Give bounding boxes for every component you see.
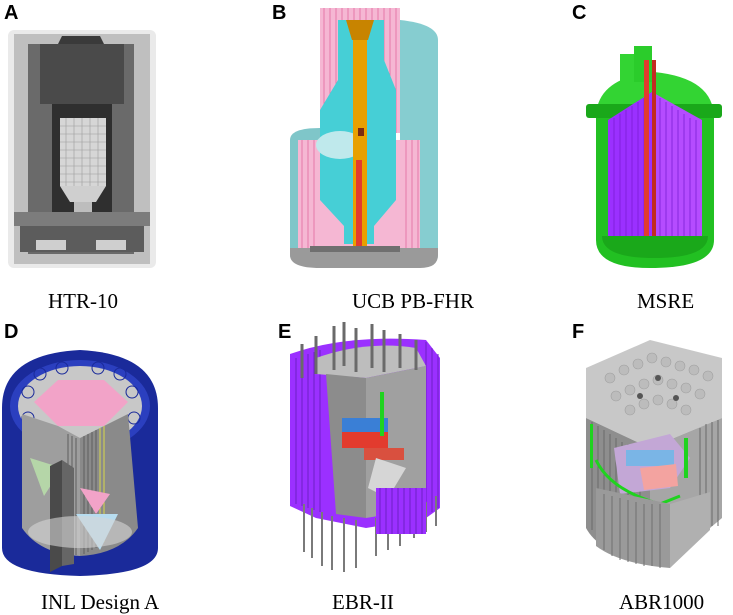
ebr-blue-band: [342, 418, 388, 432]
htr-10-model: [8, 30, 156, 268]
caption-ebr-ii: EBR-II: [332, 590, 394, 614]
panel-f: F: [560, 318, 733, 580]
panel-a: A: [0, 0, 160, 280]
panel-d: D: [0, 318, 160, 580]
fhr-bottom-support: [310, 246, 400, 252]
panel-label-d: D: [4, 321, 19, 343]
msre-nozzle: [620, 54, 634, 84]
inl-blade-right: [62, 460, 74, 566]
htr-top-cap: [58, 36, 104, 44]
ebr-top-rods: [300, 322, 418, 378]
msre-core-channels: [613, 98, 697, 248]
abr-control-hole: [655, 375, 661, 381]
msre-nozzle-center: [634, 46, 652, 82]
htr-pebble-bed: [60, 118, 106, 186]
abr-red-zone: [640, 464, 678, 490]
inl-blade-left: [50, 460, 62, 572]
caption-htr-10: HTR-10: [48, 289, 118, 313]
caption-inl-design-a: INL Design A: [41, 590, 160, 614]
abr-lower-right: [670, 492, 710, 568]
panel-c: C: [560, 0, 733, 280]
ebr-red-band-2: [364, 448, 404, 460]
panel-b: B: [250, 0, 450, 280]
msre-lower-plenum: [602, 236, 708, 258]
caption-msre: MSRE: [637, 289, 695, 313]
inl-design-a-model: [2, 350, 158, 576]
fhr-center-top: [346, 20, 374, 40]
caption-abr1000: ABR1000: [619, 590, 705, 614]
ebr-ii-model: [290, 322, 440, 572]
panel-label-e: E: [278, 321, 292, 343]
fhr-bottom-plate: [290, 248, 438, 268]
msre-model: [586, 46, 722, 268]
fhr-control-channel: [356, 160, 362, 246]
htr-top-head: [40, 44, 124, 104]
inl-core-top: [34, 380, 128, 426]
ucb-pb-fhr-model: [290, 8, 438, 268]
abr-green-rod-2: [590, 424, 593, 468]
msre-core-right: [652, 92, 702, 250]
abr-blue-zone: [626, 450, 674, 466]
ebr-lower-blanket: [376, 488, 426, 534]
fhr-channel-marker: [358, 128, 364, 136]
fhr-pebble-bed-top: [316, 131, 364, 159]
caption-ucb-pb-fhr: UCB PB-FHR: [352, 289, 474, 313]
abr-control-hole: [673, 395, 679, 401]
htr-pebble-texture: [60, 118, 106, 186]
abr-green-rod: [684, 438, 688, 478]
msre-control-rod-2: [652, 60, 656, 248]
abr-control-hole: [637, 393, 643, 399]
panel-label-c: C: [572, 2, 587, 24]
panel-label-a: A: [4, 2, 19, 24]
inl-pink-lower: [80, 488, 110, 514]
msre-control-rod: [644, 60, 649, 248]
ebr-red-band: [342, 432, 388, 448]
msre-core-left: [608, 92, 652, 250]
panel-e: E: [276, 318, 466, 580]
htr-bottom-detail: [36, 240, 66, 250]
htr-bottom-detail: [96, 240, 126, 250]
panel-label-f: F: [572, 321, 585, 343]
panel-label-b: B: [272, 2, 287, 24]
htr-support-ring: [14, 212, 150, 226]
inl-bottom-plate: [28, 516, 132, 548]
htr-pebble-funnel: [60, 186, 106, 202]
abr1000-model: [586, 340, 722, 568]
ebr-green-rod: [380, 392, 384, 436]
